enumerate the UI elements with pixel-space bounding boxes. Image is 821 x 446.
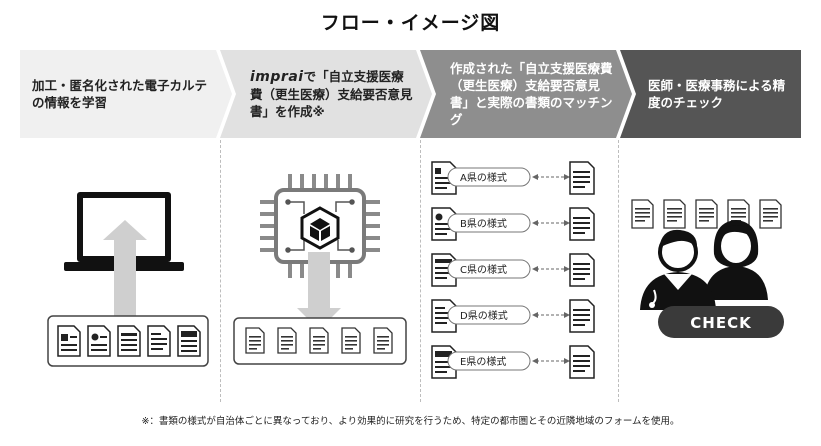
form-label-pill [447, 167, 531, 187]
form-label: C県の様式 [460, 263, 507, 276]
document-icon [117, 325, 141, 357]
form-label-pill [447, 259, 531, 279]
cube-icon [300, 206, 340, 250]
form-label: A県の様式 [460, 171, 507, 184]
diagram-title: フロー・イメージ図 [320, 12, 501, 34]
panel-1-learning [20, 140, 220, 402]
document-icon [663, 199, 686, 229]
document-icon [147, 325, 171, 357]
footnote: ※：書類の様式が自治体ごとに異なっており、より効果的に研究を行うため、特定の都市… [141, 416, 680, 427]
matching-row: E県の様式 [431, 345, 595, 379]
form-label-pill [447, 351, 531, 371]
document-icon [631, 199, 654, 229]
document-icon [277, 327, 297, 354]
matching-row: D県の様式 [431, 299, 595, 333]
panel-4-check: CHECK [618, 140, 801, 402]
document-icon [569, 299, 595, 333]
document-icon [245, 327, 265, 354]
imprai-brand: imprai [250, 69, 304, 85]
dashed-arrow-icon [532, 358, 570, 364]
doctor-icon [640, 229, 716, 310]
check-label: CHECK [690, 314, 752, 332]
document-icon [57, 325, 81, 357]
dashed-arrow-icon [532, 174, 570, 180]
document-icon [569, 161, 595, 195]
dashed-arrow-icon [532, 266, 570, 272]
step-1-text: 加工・匿名化された電子カルテの情報を学習 [32, 78, 208, 110]
form-label-pill [447, 213, 531, 233]
panel-2-generation [220, 140, 420, 402]
step-2-generate: impraiで「自立支援医療費（更生医療）支給要否意見書」を作成※ [220, 50, 432, 138]
document-icon [759, 199, 782, 229]
step-3-matching: 作成された「自立支援医療費（更生医療）支給要否意見書」と実際の書類のマッチング [420, 50, 632, 138]
form-label: B県の様式 [460, 217, 507, 230]
arrow-up-icon [103, 220, 147, 328]
dashed-arrow-icon [532, 220, 570, 226]
matching-row: A県の様式 [431, 161, 595, 195]
form-label: D県の様式 [460, 309, 508, 322]
panel-divider [220, 140, 221, 402]
form-label-pill [447, 305, 531, 325]
document-icon [309, 327, 329, 354]
step-1-learn: 加工・匿名化された電子カルテの情報を学習 [20, 50, 232, 138]
matching-row: B県の様式 [431, 207, 595, 241]
matching-row: C県の様式 [431, 253, 595, 287]
document-icon [341, 327, 361, 354]
check-badge: CHECK [658, 306, 784, 338]
document-icon [177, 325, 201, 357]
staff-icon [704, 220, 768, 300]
document-icon [569, 207, 595, 241]
flow-steps: 加工・匿名化された電子カルテの情報を学習 impraiで「自立支援医療費（更生医… [20, 50, 801, 138]
dashed-arrow-icon [532, 312, 570, 318]
document-icon [87, 325, 111, 357]
panel-divider [618, 140, 619, 402]
step-4-check: 医師・医療事務による精度のチェック [620, 50, 801, 138]
document-icon [569, 345, 595, 379]
step-4-text: 医師・医療事務による精度のチェック [648, 78, 786, 110]
document-icon [373, 327, 393, 354]
form-label: E県の様式 [460, 355, 506, 368]
panel-divider [420, 140, 421, 402]
document-icon [695, 199, 718, 229]
document-icon [569, 253, 595, 287]
document-icon [431, 345, 457, 379]
step-2-text: で「自立支援医療費（更生医療）支給要否意見書」を作成※ [250, 69, 413, 119]
panel-3-matching: A県の様式 B県の様式 C県の様式 D県の様式 [420, 140, 618, 402]
step-3-text: 作成された「自立支援医療費（更生医療）支給要否意見書」と実際の書類のマッチング [450, 61, 613, 127]
document-icon [431, 299, 457, 333]
